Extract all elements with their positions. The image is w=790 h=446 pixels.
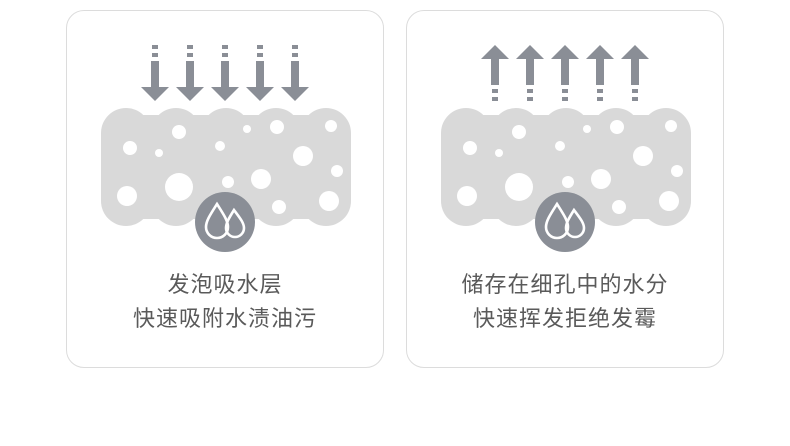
caption-line-1: 储存在细孔中的水分 (407, 269, 723, 303)
feature-card-absorb: 发泡吸水层 快速吸附水渍油污 (66, 10, 384, 368)
arrows-down-icon (141, 45, 309, 101)
caption-line-2: 快速吸附水渍油污 (67, 303, 383, 337)
absorb-caption: 发泡吸水层 快速吸附水渍油污 (67, 269, 383, 337)
water-drops-icon (535, 192, 595, 252)
feature-card-evaporate: 储存在细孔中的水分 快速挥发拒绝发霉 (406, 10, 724, 368)
caption-line-2: 快速挥发拒绝发霉 (407, 303, 723, 337)
water-drops-icon (195, 192, 255, 252)
arrows-up-icon (481, 45, 649, 101)
evaporate-caption: 储存在细孔中的水分 快速挥发拒绝发霉 (407, 269, 723, 337)
caption-line-1: 发泡吸水层 (67, 269, 383, 303)
